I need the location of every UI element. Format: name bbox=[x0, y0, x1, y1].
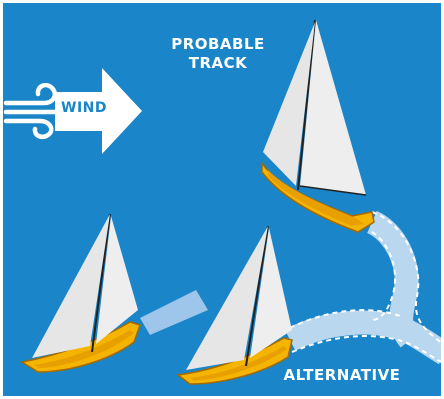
wind-label: WIND bbox=[61, 100, 131, 116]
wind-gust-icon bbox=[6, 85, 60, 137]
alternative-label: ALTERNATIVE bbox=[268, 366, 416, 385]
short-track-wedge bbox=[140, 290, 208, 335]
probable-track-line2: TRACK bbox=[168, 54, 268, 73]
probable-track-line1: PROBABLE bbox=[168, 35, 268, 54]
probable-track-label: PROBABLE TRACK bbox=[168, 35, 268, 73]
alternative-track-path bbox=[290, 323, 441, 354]
boat-left bbox=[22, 214, 140, 372]
boat-probable bbox=[262, 20, 374, 232]
